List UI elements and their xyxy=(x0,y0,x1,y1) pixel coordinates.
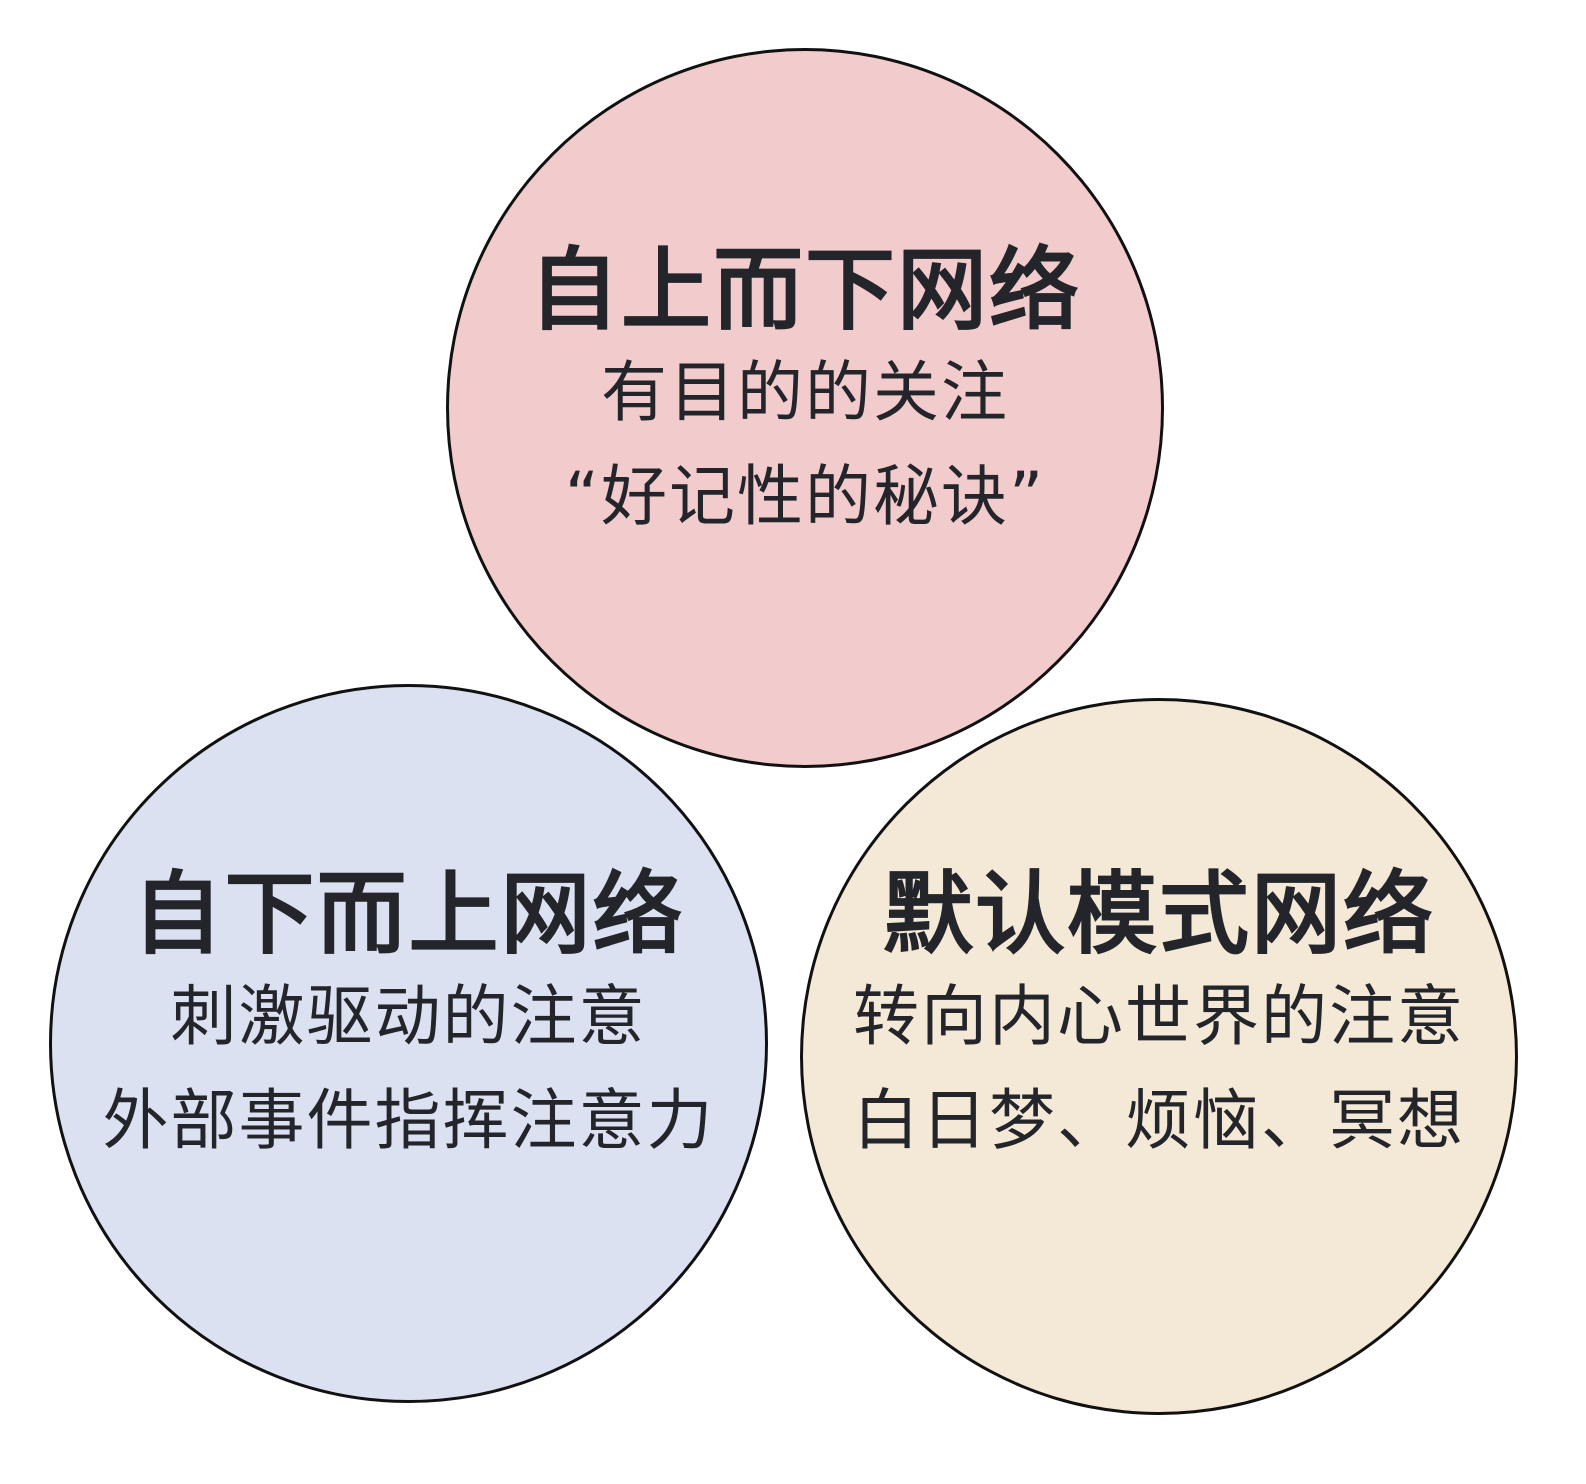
bottom-up-network-line-2: 外部事件指挥注意力 xyxy=(102,1082,715,1159)
default-mode-network-circle: 默认模式网络 转向内心世界的注意 白日梦、烦恼、冥想 xyxy=(800,698,1518,1415)
top-down-network-title: 自上而下网络 xyxy=(529,238,1081,343)
default-mode-network-content: 默认模式网络 转向内心世界的注意 白日梦、烦恼、冥想 xyxy=(803,865,1515,1173)
top-down-network-content: 自上而下网络 有目的的关注 “好记性的秘诀” xyxy=(449,241,1161,549)
bottom-up-network-content: 自下而上网络 刺激驱动的注意 外部事件指挥注意力 xyxy=(52,865,765,1173)
bottom-up-network-title: 自下而上网络 xyxy=(132,862,685,967)
bottom-up-network-circle: 自下而上网络 刺激驱动的注意 外部事件指挥注意力 xyxy=(49,684,768,1403)
default-mode-network-title: 默认模式网络 xyxy=(883,862,1435,967)
top-down-network-circle: 自上而下网络 有目的的关注 “好记性的秘诀” xyxy=(446,48,1164,768)
top-down-network-line-2: “好记性的秘诀” xyxy=(564,458,1046,535)
top-down-network-line-1: 有目的的关注 xyxy=(601,354,1009,431)
bottom-up-network-line-1: 刺激驱动的注意 xyxy=(170,978,647,1055)
default-mode-network-line-1: 转向内心世界的注意 xyxy=(853,978,1465,1055)
default-mode-network-line-2: 白日梦、烦恼、冥想 xyxy=(853,1082,1465,1159)
